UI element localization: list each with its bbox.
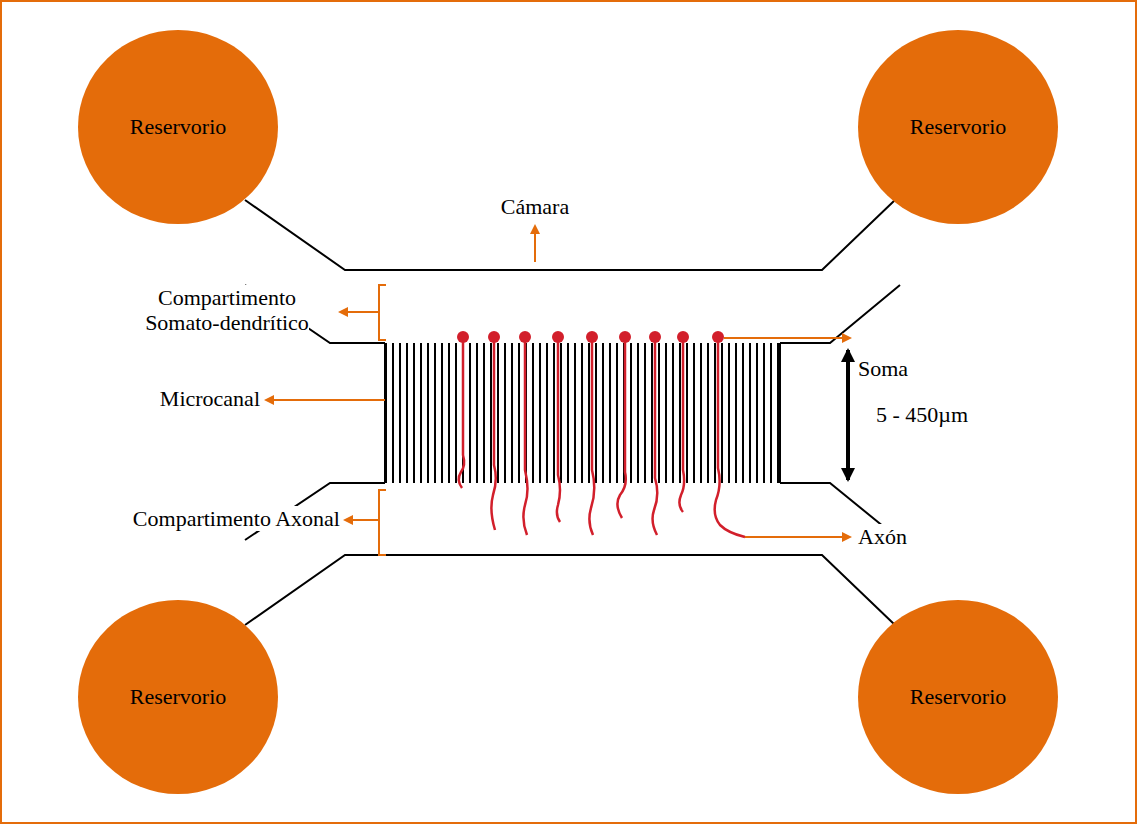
dimension-arrow: [846, 350, 850, 480]
chamber-label-text: Cámara: [501, 194, 569, 219]
microchannel-edge: [385, 343, 780, 483]
leader-arrows: [266, 226, 850, 555]
part-label: Microcanal: [140, 386, 260, 411]
microchannel-array: [385, 343, 780, 483]
reservoir-circle: Reservorio: [78, 30, 278, 224]
reservoir-label: Reservorio: [130, 684, 227, 710]
reservoir-circle: Reservorio: [858, 30, 1058, 224]
reservoir-label: Reservorio: [910, 684, 1007, 710]
part-label-text: Axón: [858, 524, 907, 549]
reservoir-label: Reservorio: [910, 114, 1007, 140]
reservoir-label: Reservorio: [130, 114, 227, 140]
part-label: Axón: [858, 524, 948, 549]
chamber-label: Cámara: [480, 194, 590, 219]
part-label-text: Microcanal: [160, 386, 260, 411]
compartment-label: Compartimento Axonal: [120, 506, 340, 531]
reservoir-circle: Reservorio: [78, 600, 278, 794]
part-label-text: Soma: [858, 356, 908, 381]
compartment-label: Compartimento Somato-dendrítico: [122, 285, 332, 336]
compartment-label-text: Compartimento Somato-dendrítico: [145, 285, 309, 335]
neuron-somas: [457, 331, 724, 343]
dimension-label-text: 5 - 450µm: [876, 402, 968, 427]
dimension-label: 5 - 450µm: [876, 402, 1016, 427]
part-label: Soma: [858, 356, 948, 381]
reservoir-circle: Reservorio: [858, 600, 1058, 794]
compartment-label-text: Compartimento Axonal: [133, 506, 340, 531]
chamber-outline: [245, 200, 900, 625]
neuron-axons: [459, 337, 745, 537]
